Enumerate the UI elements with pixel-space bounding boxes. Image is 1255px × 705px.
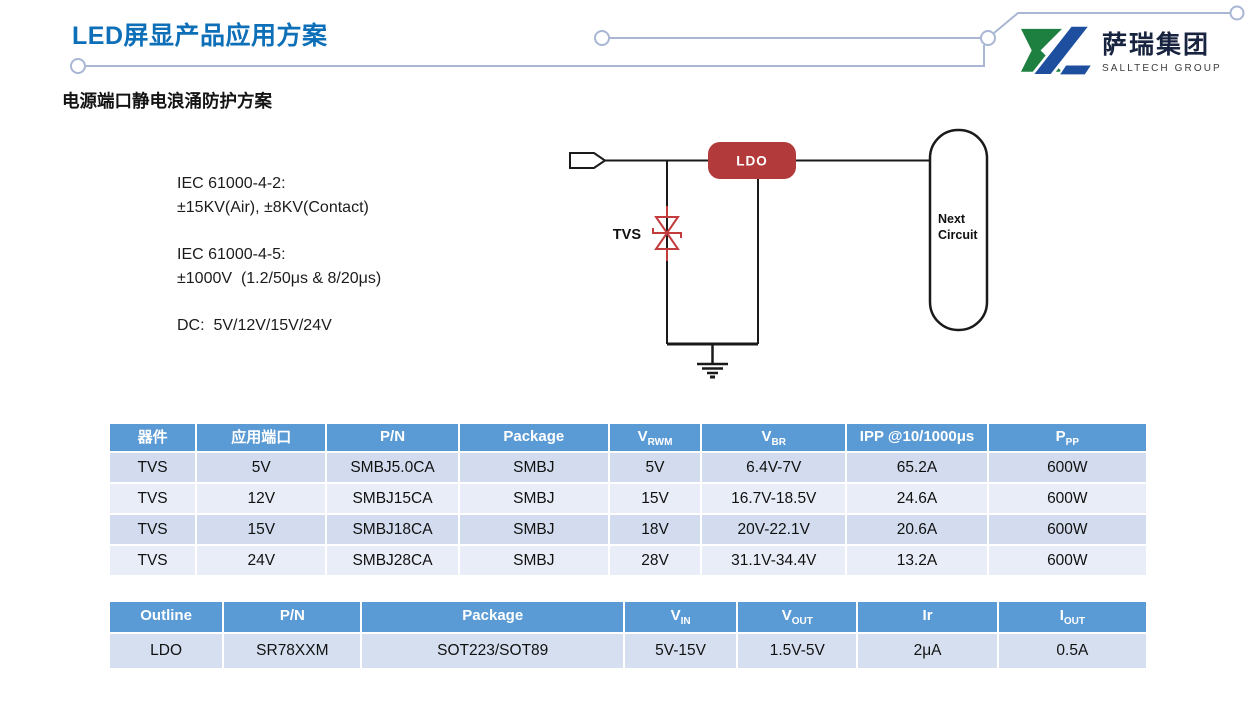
decor-node	[1229, 5, 1245, 21]
table-cell: SMBJ5.0CA	[327, 453, 458, 482]
ground-icon	[697, 344, 728, 379]
column-header: Outline	[110, 602, 223, 632]
decor-node	[980, 30, 996, 46]
table-row: TVS 24V SMBJ28CA SMBJ 28V 31.1V-34.4V 13…	[110, 546, 1146, 575]
table-header-row: 器件 应用端口 P/N Package VRWM VBR IPP @10/100…	[110, 424, 1146, 451]
column-header: PPP	[988, 424, 1146, 451]
salltech-logo-icon	[1020, 24, 1095, 77]
input-connector-icon	[569, 152, 607, 169]
spec-line: ±15KV(Air), ±8KV(Contact)	[177, 199, 369, 216]
tvs-label: TVS	[613, 227, 642, 243]
table-cell: 600W	[988, 546, 1146, 575]
spec-line: ±1000V (1.2/50μs & 8/20μs)	[177, 270, 382, 287]
column-header: P/N	[224, 602, 361, 632]
table-header-row: Outline P/N Package VIN VOUT Ir IOUT	[110, 602, 1146, 632]
table-cell: 24V	[197, 546, 326, 575]
section-subtitle: 电源端口静电浪涌防护方案	[62, 91, 272, 111]
table-row: TVS 5V SMBJ5.0CA SMBJ 5V 6.4V-7V 65.2A 6…	[110, 453, 1146, 482]
circuit-diagram: TVS LDO Next Circuit	[569, 128, 989, 379]
table-cell: 65.2A	[847, 453, 987, 482]
table-cell: 6.4V-7V	[702, 453, 846, 482]
logo-text: 萨瑞集团 SALLTECH GROUP	[1102, 25, 1222, 74]
next-circuit-label-line2: Circuit	[938, 228, 978, 242]
logo-name-en: SALLTECH GROUP	[1102, 62, 1222, 74]
spec-line: DC: 5V/12V/15V/24V	[177, 317, 332, 334]
column-header: Ir	[858, 602, 997, 632]
column-header: IOUT	[998, 602, 1146, 632]
table-cell: TVS	[110, 515, 196, 544]
column-header: VBR	[702, 424, 846, 451]
spec-text-block: IEC 61000-4-2: ±15KV(Air), ±8KV(Contact)…	[177, 172, 381, 338]
table-cell: TVS	[110, 546, 196, 575]
logo-name-cn: 萨瑞集团	[1102, 30, 1211, 59]
column-header: 器件	[110, 424, 196, 451]
table-cell: 2μA	[858, 634, 997, 668]
table-cell: SMBJ15CA	[327, 484, 458, 513]
ldo-block	[708, 142, 796, 179]
tvs-table: 器件 应用端口 P/N Package VRWM VBR IPP @10/100…	[108, 422, 1148, 577]
table-cell: SMBJ	[459, 546, 608, 575]
table-cell: 24.6A	[847, 484, 987, 513]
ldo-table: Outline P/N Package VIN VOUT Ir IOUT LDO…	[108, 600, 1148, 670]
table-cell: 15V	[609, 484, 701, 513]
table-cell: SMBJ18CA	[327, 515, 458, 544]
column-header: 应用端口	[197, 424, 326, 451]
table-cell: 28V	[609, 546, 701, 575]
table-row: TVS 12V SMBJ15CA SMBJ 15V 16.7V-18.5V 24…	[110, 484, 1146, 513]
column-header: VOUT	[738, 602, 857, 632]
table-cell: SR78XXM	[224, 634, 361, 668]
decor-node	[594, 30, 610, 46]
table-cell: 5V	[609, 453, 701, 482]
table-cell: 600W	[988, 484, 1146, 513]
tvs-diode-icon	[652, 206, 682, 261]
decor-line	[85, 45, 985, 67]
page-title: LED屏显产品应用方案	[72, 22, 328, 50]
table-cell: SMBJ	[459, 515, 608, 544]
table-cell: TVS	[110, 484, 196, 513]
table-row: TVS 15V SMBJ18CA SMBJ 18V 20V-22.1V 20.6…	[110, 515, 1146, 544]
table-cell: 0.5A	[998, 634, 1146, 668]
decor-line	[993, 12, 1231, 34]
table-row: LDO SR78XXM SOT223/SOT89 5V-15V 1.5V-5V …	[110, 634, 1146, 668]
salltech-logo: 萨瑞集团 SALLTECH GROUP	[1012, 20, 1222, 78]
table-cell: SMBJ	[459, 453, 608, 482]
column-header: P/N	[327, 424, 458, 451]
table-cell: 12V	[197, 484, 326, 513]
column-header: Package	[362, 602, 623, 632]
table-cell: SMBJ28CA	[327, 546, 458, 575]
next-circuit-label-line1: Next	[938, 212, 966, 226]
table-cell: 15V	[197, 515, 326, 544]
ldo-label: LDO	[736, 154, 768, 169]
table-cell: 1.5V-5V	[738, 634, 857, 668]
column-header: Package	[459, 424, 608, 451]
table-cell: SMBJ	[459, 484, 608, 513]
next-circuit-block	[928, 128, 989, 332]
spec-line: IEC 61000-4-5:	[177, 246, 286, 263]
table-cell: 5V	[197, 453, 326, 482]
table-cell: 31.1V-34.4V	[702, 546, 846, 575]
table-cell: SOT223/SOT89	[362, 634, 623, 668]
table-cell: 16.7V-18.5V	[702, 484, 846, 513]
column-header: IPP @10/1000μs	[847, 424, 987, 451]
table-cell: 13.2A	[847, 546, 987, 575]
table-cell: 18V	[609, 515, 701, 544]
column-header: VIN	[624, 602, 737, 632]
decor-node	[70, 58, 86, 74]
table-cell: 5V-15V	[624, 634, 737, 668]
table-cell: 20.6A	[847, 515, 987, 544]
spec-line: IEC 61000-4-2:	[177, 175, 286, 192]
table-cell: 600W	[988, 515, 1146, 544]
table-cell: 20V-22.1V	[702, 515, 846, 544]
column-header: VRWM	[609, 424, 701, 451]
decor-trace	[70, 5, 1245, 74]
table-cell: 600W	[988, 453, 1146, 482]
table-cell: LDO	[110, 634, 223, 668]
table-cell: TVS	[110, 453, 196, 482]
